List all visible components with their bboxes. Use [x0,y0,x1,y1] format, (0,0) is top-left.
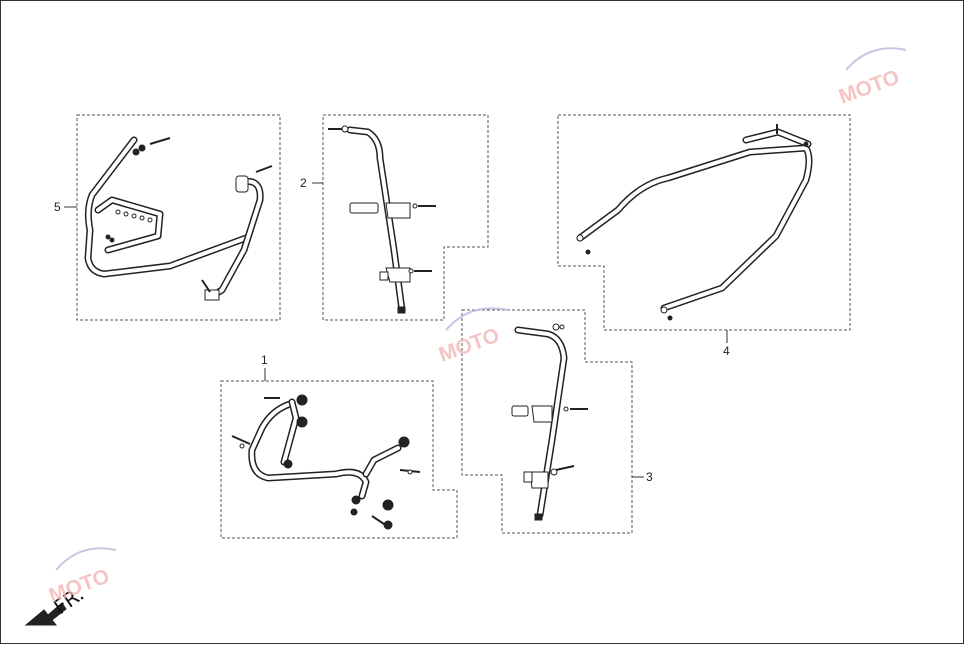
callout-4: 4 [723,344,730,358]
part-4-dashed-box [557,114,851,331]
watermark-top-right: MOTO [836,47,907,109]
part-2-drawing [328,125,436,314]
part-3-dashed-box [461,309,633,534]
watermark-text: MOTO [436,324,503,367]
watermark-text: MOTO [836,66,903,109]
part-2-group[interactable]: 2 [300,114,489,321]
part-1-dashed-box [220,380,458,539]
watermark-logo-icon [845,47,907,71]
callout-5: 5 [54,200,61,214]
part-5-dashed-box [76,114,281,321]
part-1-drawing [231,394,421,530]
part-4-drawing [576,124,813,321]
arrow-down-left-icon [24,602,67,626]
callout-2: 2 [300,176,307,190]
part-4-group[interactable]: 4 [557,114,851,358]
callout-3: 3 [646,470,653,484]
part-5-drawing [84,136,273,301]
watermark-middle: MOTO [436,307,509,367]
part-3-group[interactable]: 3 [461,309,653,534]
watermark-logo-icon [445,307,509,331]
part-2-dashed-box [322,114,489,321]
part-1-group[interactable]: 1 [220,353,458,539]
watermark-logo-icon [55,547,117,571]
part-5-group[interactable]: 5 [54,114,281,321]
callout-1: 1 [261,353,268,367]
part-3-drawing [511,323,588,521]
